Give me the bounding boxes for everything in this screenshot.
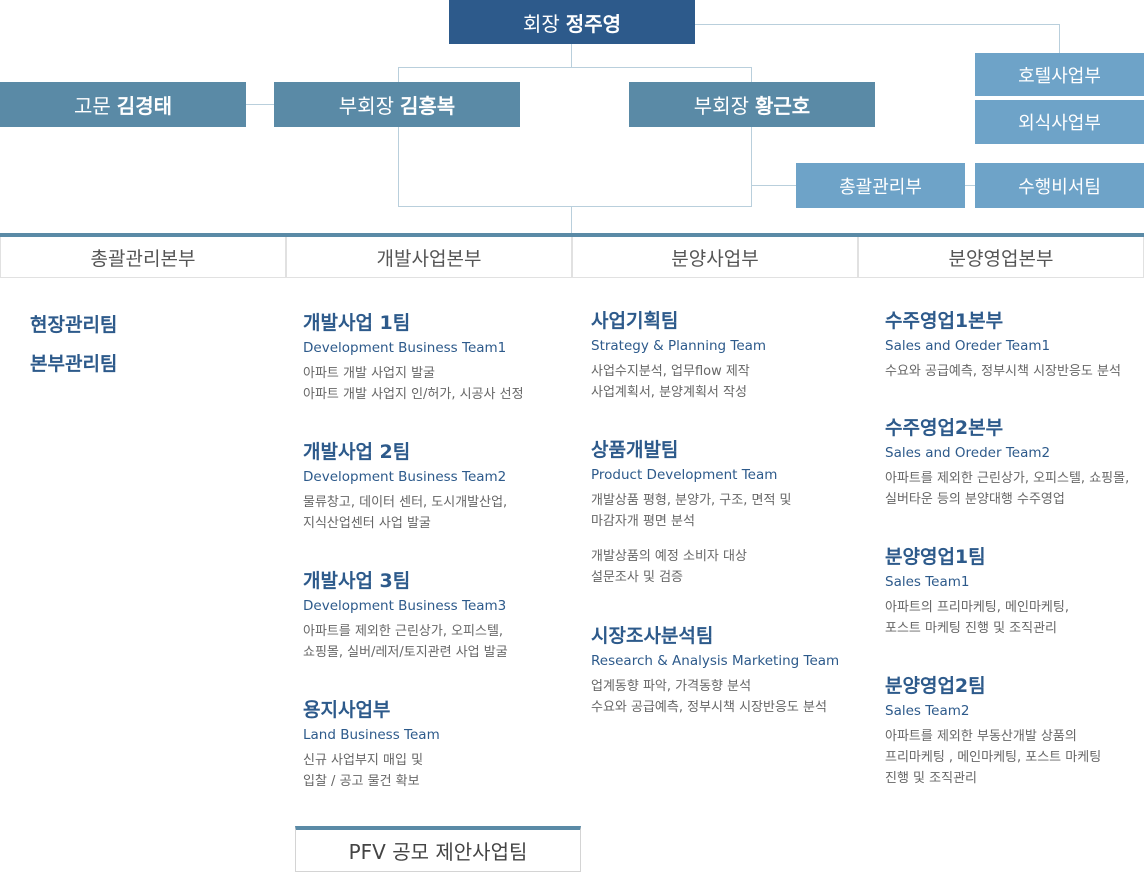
division-header: 분양사업부 <box>572 237 858 278</box>
food-division-box: 외식사업부 <box>975 100 1144 144</box>
team-block: 용지사업부 Land Business Team 신규 사업부지 매입 및 입찰… <box>303 698 440 792</box>
division-header-row: 총괄관리본부 개발사업본부 분양사업부 분양영업본부 <box>0 233 1144 278</box>
team-english-name: Development Business Team3 <box>303 598 507 614</box>
team-english-name: Product Development Team <box>591 467 778 483</box>
connector-line <box>398 206 752 207</box>
team-description: 아파트의 프리마케팅, 메인마케팅, 포스트 마케팅 진행 및 조직관리 <box>885 600 1069 636</box>
connector-line <box>965 185 975 186</box>
team-block: 개발사업 3팀 Development Business Team3 아파트를 … <box>303 569 508 663</box>
division-header: 분양영업본부 <box>858 237 1144 278</box>
team-description: 아파트 개발 사업지 발굴 아파트 개발 사업지 인/허가, 시공사 선정 <box>303 366 524 402</box>
team-name: 사업기획팀 <box>591 310 679 332</box>
team-name: 용지사업부 <box>303 699 391 721</box>
team-english-name: Development Business Team2 <box>303 469 507 485</box>
team-description: 아파트를 제외한 근린상가, 오피스텔, 쇼핑몰, 실버타운 등의 분양대행 수… <box>885 471 1130 507</box>
secretary-team-box: 수행비서팀 <box>975 163 1144 208</box>
team-block: 개발사업 2팀 Development Business Team2 물류창고,… <box>303 440 507 534</box>
team-block: 분양영업2팀 Sales Team2 아파트를 제외한 부동산개발 상품의 프리… <box>885 674 1101 789</box>
team-name: 분양영업1팀 <box>885 546 986 568</box>
connector-line <box>398 67 399 82</box>
team-english-name: Sales and Oreder Team2 <box>885 445 1051 461</box>
team-name: 분양영업2팀 <box>885 675 986 697</box>
team-english-name: Strategy & Planning Team <box>591 338 767 354</box>
team-name: 수주영업1본부 <box>885 310 1004 332</box>
connector-line <box>571 44 572 67</box>
vice-chairman-2-role: 부회장 <box>693 94 749 118</box>
hotel-division-label: 호텔사업부 <box>1018 65 1101 87</box>
connector-line <box>695 24 1060 25</box>
team-description: 물류창고, 데이터 센터, 도시개발산업, 지식산업센터 사업 발굴 <box>303 495 508 531</box>
team-description: 신규 사업부지 매입 및 입찰 / 공고 물건 확보 <box>303 753 424 789</box>
team-block: 분양영업1팀 Sales Team1 아파트의 프리마케팅, 메인마케팅, 포스… <box>885 545 1069 639</box>
team-description: 아파트를 제외한 부동산개발 상품의 프리마케팅 , 메인마케팅, 포스트 마케… <box>885 729 1102 786</box>
team-name: 개발사업 2팀 <box>303 441 411 463</box>
pfv-team-box: PFV 공모 제안사업팀 <box>295 826 581 872</box>
connector-line <box>751 127 752 207</box>
chairman-name: 정주영 <box>565 11 621 36</box>
vice-chairman-2-name: 황근호 <box>755 94 811 118</box>
team-english-name: Sales Team2 <box>885 703 970 719</box>
team-description-extra: 개발상품의 예정 소비자 대상 설문조사 및 검증 <box>591 549 747 585</box>
vice-chairman-1-name: 김흥복 <box>400 94 456 118</box>
team-block: 개발사업 1팀 Development Business Team1 아파트 개… <box>303 311 524 405</box>
team-block: 상품개발팀 Product Development Team 개발상품 평형, … <box>591 438 792 588</box>
team-block: 수주영업2본부 Sales and Oreder Team2 아파트를 제외한 … <box>885 416 1129 510</box>
team-name: 수주영업2본부 <box>885 417 1004 439</box>
general-management-box: 총괄관리부 <box>796 163 965 208</box>
division-header: 총괄관리본부 <box>0 237 286 278</box>
team-description: 사업수지분석, 업무flow 제작 사업계획서, 분양계획서 작성 <box>591 364 750 400</box>
advisor-name: 김경태 <box>116 94 172 118</box>
connector-line <box>398 67 752 68</box>
team-english-name: Research & Analysis Marketing Team <box>591 653 840 669</box>
secretary-team-label: 수행비서팀 <box>1018 176 1101 198</box>
chairman-role: 회장 <box>522 11 560 36</box>
general-management-label: 총괄관리부 <box>839 176 922 198</box>
team-description: 업계동향 파악, 가격동향 분석 수요와 공급예측, 정부시책 시장반응도 분석 <box>591 679 827 715</box>
team-english-name: Sales and Oreder Team1 <box>885 338 1051 354</box>
team-block: 수주영업1본부 Sales and Oreder Team1 수요와 공급예측,… <box>885 309 1121 382</box>
site-management-team: 현장관리팀 <box>30 314 118 336</box>
connector-line <box>571 206 572 233</box>
connector-line <box>751 185 796 186</box>
team-name: 시장조사분석팀 <box>591 625 714 647</box>
connector-line <box>398 127 399 207</box>
connector-line <box>246 104 274 105</box>
pfv-team-label: PFV 공모 제안사업팀 <box>348 840 528 864</box>
hq-management-team: 본부관리팀 <box>30 353 118 375</box>
team-name: 개발사업 1팀 <box>303 312 411 334</box>
advisor-role: 고문 <box>73 94 111 118</box>
vice-chairman-1-role: 부회장 <box>338 94 394 118</box>
team-english-name: Sales Team1 <box>885 574 970 590</box>
team-english-name: Land Business Team <box>303 727 440 743</box>
team-english-name: Development Business Team1 <box>303 340 507 356</box>
team-description: 개발상품 평형, 분양가, 구조, 면적 및 마감자개 평면 분석 <box>591 493 792 529</box>
team-name: 개발사업 3팀 <box>303 570 411 592</box>
team-description: 수요와 공급예측, 정부시책 시장반응도 분석 <box>885 364 1121 379</box>
connector-line <box>751 67 752 82</box>
hotel-division-box: 호텔사업부 <box>975 53 1144 96</box>
connector-line <box>1059 24 1060 53</box>
team-block: 시장조사분석팀 Research & Analysis Marketing Te… <box>591 624 839 718</box>
team-name: 상품개발팀 <box>591 439 679 461</box>
team-description: 아파트를 제외한 근린상가, 오피스텔, 쇼핑몰, 실버/레저/토지관련 사업 … <box>303 624 508 660</box>
team-block: 사업기획팀 Strategy & Planning Team 사업수지분석, 업… <box>591 309 766 403</box>
food-division-label: 외식사업부 <box>1018 113 1101 134</box>
division-header: 개발사업본부 <box>286 237 572 278</box>
